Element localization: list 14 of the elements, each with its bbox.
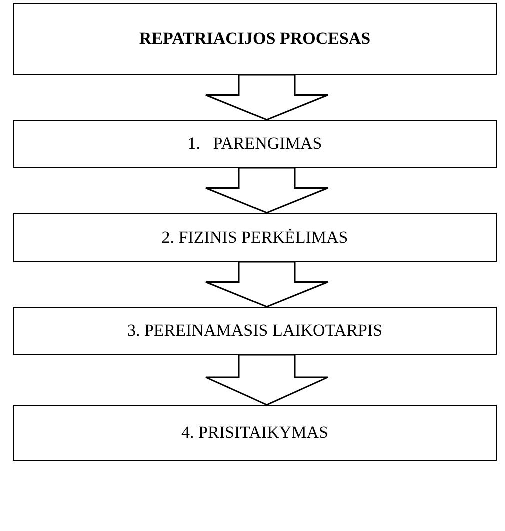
process-box	[13, 307, 497, 355]
process-box	[13, 405, 497, 461]
box-label: REPATRIACIJOS PROCESAS	[139, 29, 371, 49]
block-arrow	[205, 167, 329, 214]
box-label: 1. PARENGIMAS	[188, 134, 322, 154]
process-box	[13, 3, 497, 75]
block-arrow	[205, 261, 329, 308]
box-label: 3. PEREINAMASIS LAIKOTARPIS	[127, 321, 383, 341]
block-arrow	[205, 354, 329, 406]
box-label: 2. FIZINIS PERKĖLIMAS	[162, 228, 348, 248]
process-box	[13, 120, 497, 168]
block-arrow	[205, 74, 329, 121]
box-label: 4. PRISITAIKYMAS	[182, 423, 328, 443]
process-box	[13, 213, 497, 262]
